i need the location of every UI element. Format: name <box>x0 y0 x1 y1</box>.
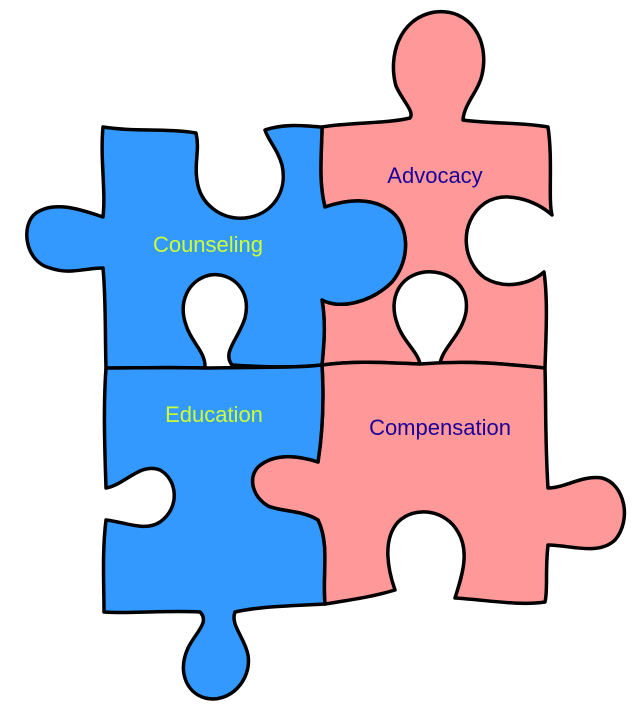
counseling-label: Counseling <box>153 232 263 257</box>
advocacy-label: Advocacy <box>387 163 482 188</box>
education-label: Education <box>165 402 263 427</box>
compensation-label: Compensation <box>369 415 511 440</box>
education-piece <box>101 363 327 701</box>
advocacy-piece <box>319 10 554 370</box>
